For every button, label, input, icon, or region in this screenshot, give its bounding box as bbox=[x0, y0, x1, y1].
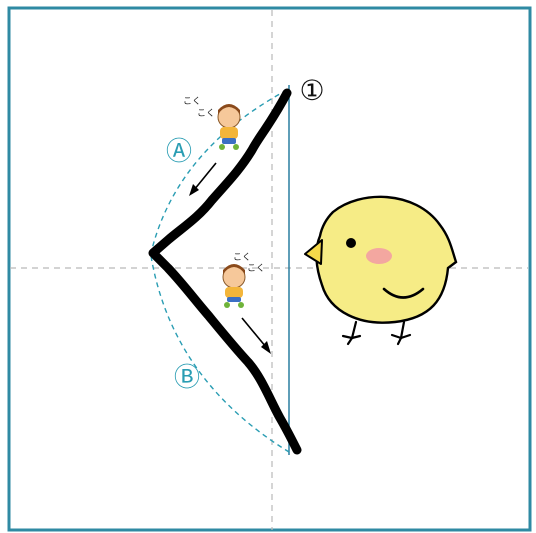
path-a-label: Ⓐ bbox=[166, 137, 192, 167]
child-shorts bbox=[222, 138, 236, 144]
chick-feet bbox=[341, 320, 412, 346]
arrow-down-left-icon bbox=[189, 162, 217, 196]
child-hair bbox=[218, 104, 240, 114]
path-a-arc bbox=[150, 89, 288, 254]
path-b-arc bbox=[150, 255, 290, 453]
sound-effect-text: こく bbox=[183, 97, 201, 107]
child-shirt bbox=[225, 287, 243, 298]
child-shoe bbox=[219, 144, 225, 150]
chick-beak bbox=[304, 239, 323, 265]
chick-smile bbox=[382, 287, 425, 299]
child-figure-top: こく こく bbox=[183, 97, 241, 150]
chick-cheek bbox=[366, 248, 392, 264]
chick-eye bbox=[346, 238, 356, 248]
step-number-label: ① bbox=[299, 74, 324, 107]
arrow-down-right-icon bbox=[241, 317, 271, 354]
sound-effect-text: こく bbox=[247, 264, 265, 274]
page-frame bbox=[7, 6, 532, 532]
sound-effect-text: こく bbox=[197, 109, 215, 119]
child-shirt bbox=[220, 127, 238, 139]
child-shoe bbox=[238, 302, 244, 308]
brush-stroke bbox=[148, 88, 302, 455]
path-b-label: Ⓑ bbox=[174, 363, 200, 393]
child-shoe bbox=[233, 144, 239, 150]
chick-illustration bbox=[304, 195, 458, 346]
child-shorts bbox=[227, 297, 241, 302]
sound-effect-text: こく bbox=[233, 253, 251, 263]
child-figure-bottom: こく こく bbox=[222, 253, 265, 308]
child-hair bbox=[223, 264, 245, 274]
child-shoe bbox=[224, 302, 230, 308]
